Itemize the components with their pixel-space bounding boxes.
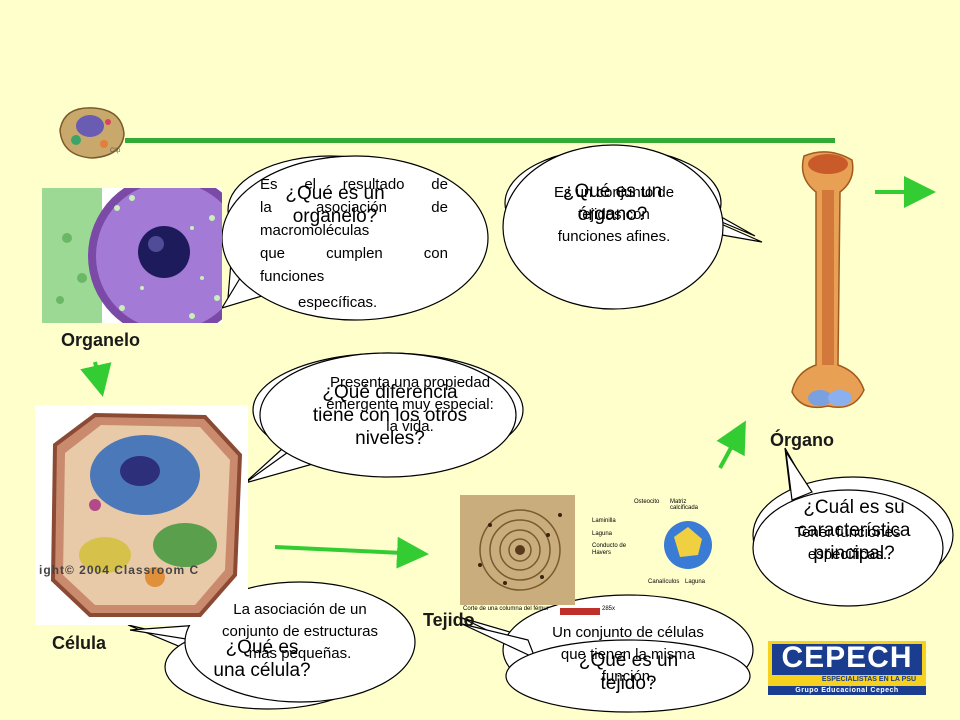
tissue-label-osteocito: Osteocito (634, 499, 660, 505)
cepech-logo-subtitle: Grupo Educacional Cepech (768, 686, 926, 695)
cepech-logo: CEPECH ESPECIALISTAS EN LA PSU Grupo Edu… (768, 641, 926, 695)
cepech-logo-panel (772, 644, 922, 675)
tejido-image: Osteocito Matriz calcificada Laminilla L… (460, 495, 715, 615)
answer-caracteristica: Tener funciones específicas. (794, 524, 901, 563)
arrow-celula-tejido (274, 536, 429, 569)
question-caracteristica: ¿Cuál es su característica principal? (797, 497, 911, 564)
answer-celula: La asociación de un conjunto de estructu… (222, 601, 378, 662)
question-tejido: ¿Qué es un tejido? (578, 650, 679, 694)
tissue-label-matriz: Matriz calcificada (670, 499, 699, 511)
bubble-tejido-question (461, 623, 751, 713)
answer-organelo-line-5: funciones (260, 268, 325, 285)
top-divider (125, 138, 835, 143)
answer-diferencia: Presenta una propiedad emergente muy esp… (326, 374, 494, 435)
tissue-label-laguna-2: Laguna (685, 579, 706, 585)
tissue-label-laguna: Laguna (592, 531, 613, 537)
bubble-caracteristica-answer (752, 451, 944, 607)
cepech-logo-tagline: ESPECIALISTAS EN LA PSU (821, 676, 916, 683)
answer-organelo-line-4: que cumplen con (260, 245, 448, 262)
label-tejido: Tejido (423, 610, 475, 630)
tissue-scale: 285x (602, 606, 616, 612)
mini-cell-caption: Clip (110, 148, 121, 154)
question-organelo: ¿Qué es un organelo? (285, 183, 385, 227)
answer-organelo-line-3: macromoléculas (260, 222, 370, 239)
arrow-tejido-organo (716, 420, 746, 469)
label-celula: Célula (52, 633, 107, 653)
organo-image (782, 150, 874, 412)
label-organo: Órgano (770, 430, 835, 450)
tissue-label-laminilla: Laminilla (592, 518, 616, 524)
tissue-caption: Corte de una columna del fémur (463, 606, 549, 612)
question-organo: ¿Qué es un órgano? (562, 181, 663, 225)
bubble-organelo-answer (220, 155, 489, 321)
celula-image: ight© 2004 Classroom C (35, 405, 248, 625)
mini-cell-clipart: Clip (52, 100, 130, 162)
answer-organelo-line-6: específicas. (298, 294, 378, 311)
answer-organelo-line-2: la asociación de (260, 199, 448, 216)
label-organelo: Organelo (61, 330, 141, 350)
organelo-image (42, 188, 222, 323)
tissue-label-canaliculos: Canalículos (648, 579, 680, 585)
tissue-label-havers: Conducto de Havers (592, 543, 627, 556)
bubble-organo-answer (502, 144, 763, 310)
answer-tejido: Un conjunto de células que tienen la mis… (552, 624, 704, 685)
cepech-logo-name: CEPECH (781, 641, 913, 674)
answer-organelo-line-1: Es el resultado de (260, 176, 448, 193)
celula-image-watermark: ight© 2004 Classroom C (39, 563, 200, 577)
question-celula: ¿Qué es una célula? (213, 637, 311, 681)
question-diferencia: ¿Qué diferencia tiene con los otros nive… (312, 382, 468, 449)
arrow-organelo-celula (80, 361, 112, 397)
bubble-diferencia-answer (244, 352, 517, 484)
answer-organo: Es un conjunto de tejidos con funciones … (553, 184, 675, 245)
